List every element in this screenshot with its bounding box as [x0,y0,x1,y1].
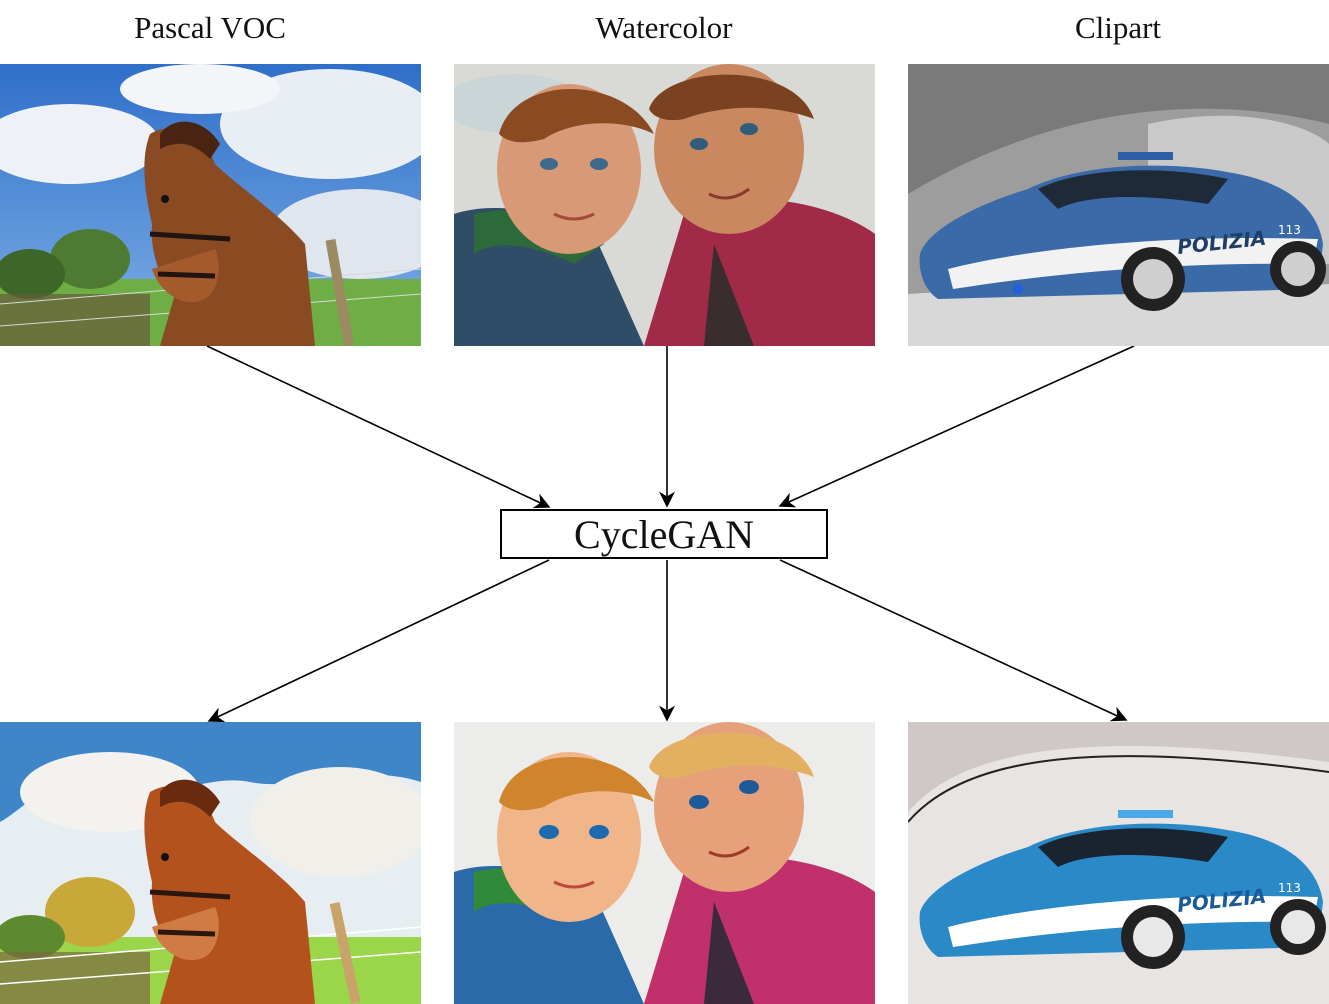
cyclegan-box: CycleGAN [500,509,828,559]
car-number-text-translated: 113 [1278,881,1301,895]
title-pascal-voc: Pascal VOC [134,10,286,45]
image-pascal-voc-translated [0,722,421,1004]
cyclegan-label: CycleGAN [574,511,754,557]
car-number-text: 113 [1278,223,1301,237]
image-watercolor-original [454,64,875,346]
arrow-cyclegan-to-voc [207,559,550,723]
image-clipart-original: POLIZIA 113 [908,64,1329,346]
arrow-voc-to-cyclegan [206,345,551,509]
arrow-cyclegan-to-clipart [779,559,1128,722]
title-clipart: Clipart [1074,10,1162,45]
image-pascal-voc-original [0,64,421,346]
image-clipart-translated: POLIZIA 113 [908,722,1329,1004]
image-watercolor-translated [454,722,875,1004]
arrow-clipart-to-cyclegan [778,345,1135,508]
title-watercolor: Watercolor [595,10,733,45]
